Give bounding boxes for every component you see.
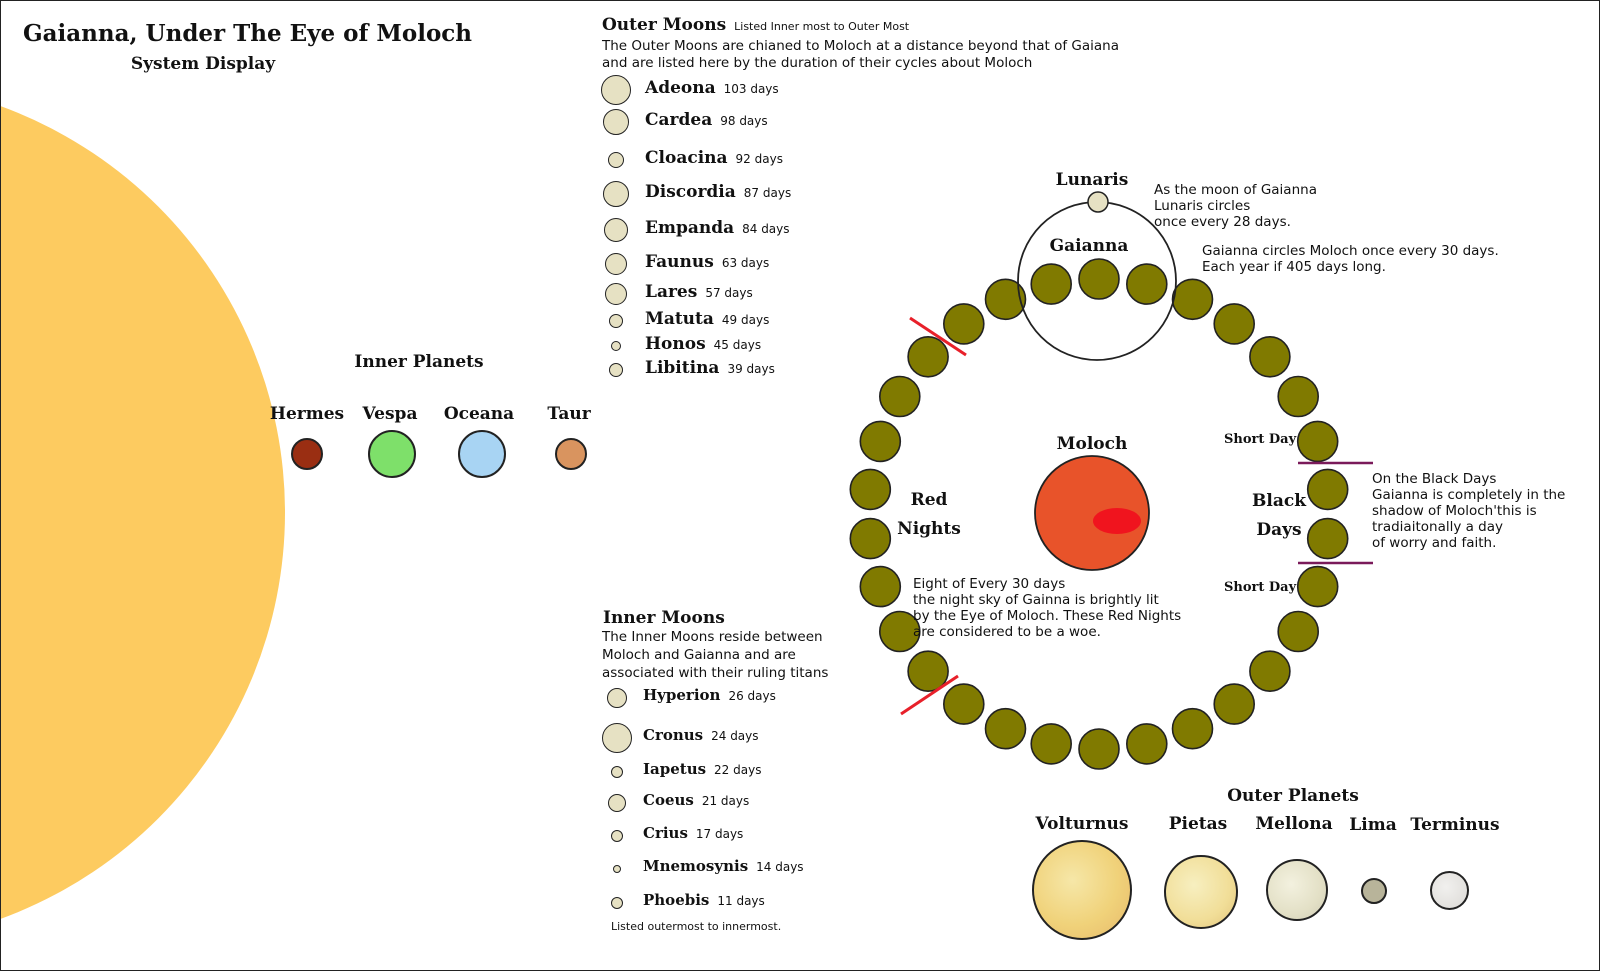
orbit-day-marker: [1173, 709, 1213, 749]
planet-label-lima: Lima: [1349, 815, 1396, 835]
orbit-day-marker: [860, 421, 900, 461]
orbit-day-marker: [908, 337, 948, 377]
gaianna-note-2: Each year if 405 days long.: [1202, 259, 1386, 275]
orbit-day-marker: [1031, 724, 1071, 764]
orbit-day-marker: [1298, 567, 1338, 607]
short-day-bottom-label: Short Day: [1224, 580, 1296, 595]
gaianna-label: Gaianna: [1050, 236, 1129, 256]
black-note-1: On the Black Days: [1372, 471, 1496, 487]
orbit-day-marker: [1127, 724, 1167, 764]
orbit-day-marker: [1079, 259, 1119, 299]
red-nights-label-2: Nights: [897, 519, 961, 539]
orbit-day-marker: [944, 304, 984, 344]
gaianna-note-1: Gaianna circles Moloch once every 30 day…: [1202, 243, 1499, 259]
orbit-day-marker: [860, 567, 900, 607]
orbit-day-marker: [1173, 279, 1213, 319]
orbit-day-marker: [1214, 304, 1254, 344]
orbit-day-marker: [1127, 264, 1167, 304]
orbit-day-marker: [1031, 264, 1071, 304]
black-days-label-1: Black: [1252, 491, 1306, 511]
planet-label-terminus: Terminus: [1410, 815, 1499, 835]
black-note-2: Gaianna is completely in the: [1372, 487, 1565, 503]
orbit-day-marker: [1298, 421, 1338, 461]
planet-lima-icon: [1361, 878, 1387, 904]
black-note-4: tradiaitonally a day: [1372, 519, 1503, 535]
orbit-day-marker: [1079, 729, 1119, 769]
orbit-day-marker: [880, 377, 920, 417]
black-note-3: shadow of Moloch'this is: [1372, 503, 1537, 519]
short-day-top-label: Short Day: [1224, 432, 1296, 447]
orbit-day-marker: [944, 684, 984, 724]
red-note-4: are considered to be a woe.: [913, 624, 1101, 640]
black-days-label-2: Days: [1256, 520, 1301, 540]
orbit-day-marker: [1308, 469, 1348, 509]
black-note-5: of worry and faith.: [1372, 535, 1496, 551]
moloch-label: Moloch: [1057, 434, 1128, 454]
planet-label-volturnus: Volturnus: [1036, 814, 1129, 834]
planet-label-pietas: Pietas: [1169, 814, 1228, 834]
planet-label-mellona: Mellona: [1255, 814, 1332, 834]
red-note-3: by the Eye of Moloch. These Red Nights: [913, 608, 1181, 624]
red-note-1: Eight of Every 30 days: [913, 576, 1065, 592]
orbit-day-marker: [1250, 651, 1290, 691]
planet-pietas-icon: [1164, 855, 1238, 929]
orbit-day-marker: [1278, 377, 1318, 417]
orbit-day-marker: [1250, 337, 1290, 377]
orbit-day-marker: [1214, 684, 1254, 724]
lunaris-note-2: Lunaris circles: [1154, 198, 1250, 214]
planet-mellona-icon: [1266, 859, 1328, 921]
red-nights-label-1: Red: [911, 490, 948, 510]
planet-volturnus-icon: [1032, 840, 1132, 940]
orbit-day-marker: [850, 519, 890, 559]
planet-terminus-icon: [1430, 871, 1469, 910]
lunaris-icon: [1088, 192, 1108, 212]
orbit-day-marker: [986, 709, 1026, 749]
orbit-day-marker: [850, 469, 890, 509]
outer-planets-heading: Outer Planets: [1227, 786, 1359, 806]
orbit-day-marker: [1278, 612, 1318, 652]
lunaris-label: Lunaris: [1056, 170, 1129, 190]
lunaris-note-3: once every 28 days.: [1154, 214, 1291, 230]
lunaris-note-1: As the moon of Gaianna: [1154, 182, 1317, 198]
moloch-eye-icon: [1093, 508, 1141, 534]
orbit-day-marker: [1308, 519, 1348, 559]
red-note-2: the night sky of Gainna is brightly lit: [913, 592, 1159, 608]
